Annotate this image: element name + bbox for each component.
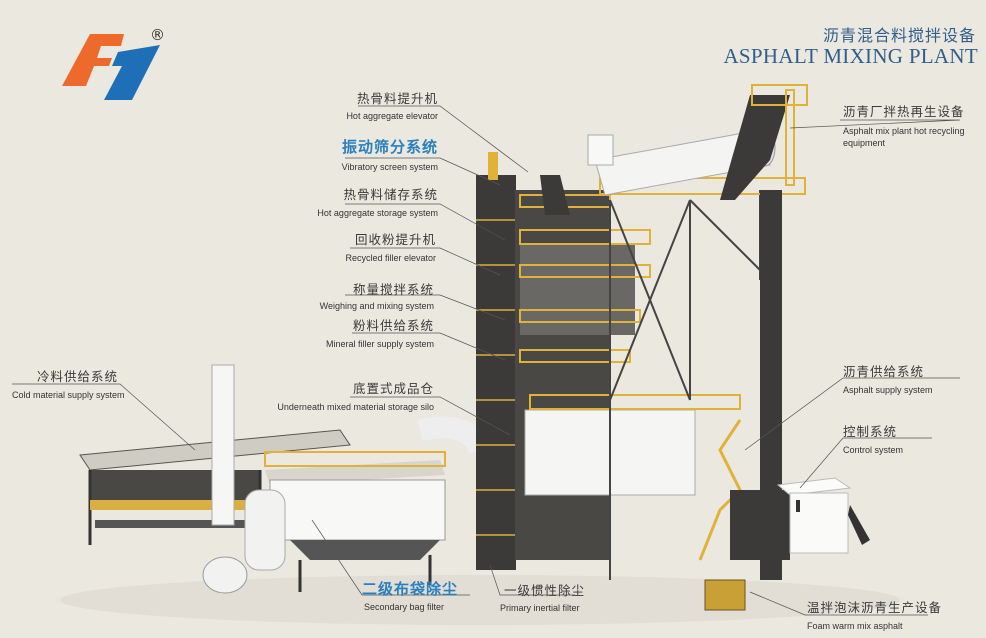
label-primary-inertial-filter: 一级惯性除尘 Primary inertial filter (500, 580, 585, 613)
label-en: Mineral filler supply system (325, 339, 434, 349)
label-mineral-filler-supply: 粉料供给系统 Mineral filler supply system (326, 315, 434, 349)
label-zh: 沥青厂拌热再生设备 (843, 104, 965, 119)
hot-aggregate-elevator (540, 175, 570, 215)
company-logo: ® (62, 26, 165, 100)
label-en: Asphalt supply system (843, 385, 933, 395)
registered-mark: ® (150, 26, 165, 44)
label-control-system: 控制系统 Control system (843, 421, 903, 455)
exhaust-fan (202, 556, 248, 594)
label-en: Hot aggregate elevator (346, 111, 438, 121)
label-recycled-filler-elevator: 回收粉提升机 Recycled filler elevator (345, 229, 436, 263)
label-hot-aggregate-elevator: 热骨料提升机 Hot aggregate elevator (346, 88, 438, 121)
exhaust-stack (211, 364, 235, 526)
label-zh: 热骨料提升机 (356, 91, 438, 106)
foam-warm-mix-unit (704, 579, 746, 611)
label-en: Underneath mixed material storage silo (277, 402, 434, 412)
label-storage-silo: 底置式成品仓 Underneath mixed material storage… (277, 378, 434, 412)
label-secondary-bag-filter: 二级布袋除尘 Secondary bag filter (362, 578, 458, 612)
label-zh: 温拌泡沫沥青生产设备 (807, 600, 943, 615)
label-en: Secondary bag filter (364, 602, 445, 612)
label-en: Recycled filler elevator (345, 253, 436, 263)
asphalt-tank (730, 490, 790, 560)
label-foam-warm-mix: 温拌泡沫沥青生产设备 Foam warm mix asphalt (807, 597, 942, 631)
label-en: Control system (843, 445, 904, 455)
leader-lines (12, 105, 961, 616)
label-zh: 冷料供给系统 (37, 369, 119, 384)
mixing-tower (515, 190, 761, 580)
label-hot-recycling-equipment: 沥青厂拌热再生设备 Asphalt mix plant hot recyclin… (843, 101, 973, 149)
label-en: Cold material supply system (12, 390, 125, 400)
label-zh: 热骨料储存系统 (343, 187, 438, 202)
label-en: Primary inertial filter (500, 603, 580, 613)
label-zh: 振动筛分系统 (341, 138, 438, 156)
recycling-elevator (720, 84, 808, 580)
label-zh: 沥青供给系统 (843, 364, 925, 379)
label-zh: 底置式成品仓 (352, 381, 434, 396)
label-zh: 二级布袋除尘 (362, 580, 459, 598)
label-zh: 回收粉提升机 (354, 232, 436, 247)
label-cold-material-supply: 冷料供给系统 Cold material supply system (12, 366, 125, 400)
label-en: Foam warm mix asphalt (807, 621, 903, 631)
label-zh: 称量搅拌系统 (352, 282, 434, 297)
label-asphalt-supply: 沥青供给系统 Asphalt supply system (843, 361, 933, 395)
label-en: Asphalt mix plant hot recycling equipmen… (843, 126, 965, 148)
title-english: ASPHALT MIXING PLANT (723, 44, 978, 68)
label-hot-aggregate-storage: 热骨料储存系统 Hot aggregate storage system (317, 184, 438, 218)
label-weighing-mixing: 称量搅拌系统 Weighing and mixing system (320, 279, 434, 311)
label-en: Hot aggregate storage system (317, 208, 438, 218)
label-zh: 粉料供给系统 (352, 318, 434, 333)
label-vibratory-screen: 振动筛分系统 Vibratory screen system (342, 136, 438, 172)
label-en: Weighing and mixing system (319, 301, 434, 311)
title-chinese: 沥青混合料搅拌设备 (822, 26, 976, 45)
bag-filter-house (244, 451, 446, 592)
label-zh: 控制系统 (843, 424, 898, 439)
filler-silo (476, 152, 516, 570)
control-room (776, 477, 870, 554)
label-zh: 一级惯性除尘 (504, 583, 586, 598)
label-en: Vibratory screen system (341, 162, 438, 172)
